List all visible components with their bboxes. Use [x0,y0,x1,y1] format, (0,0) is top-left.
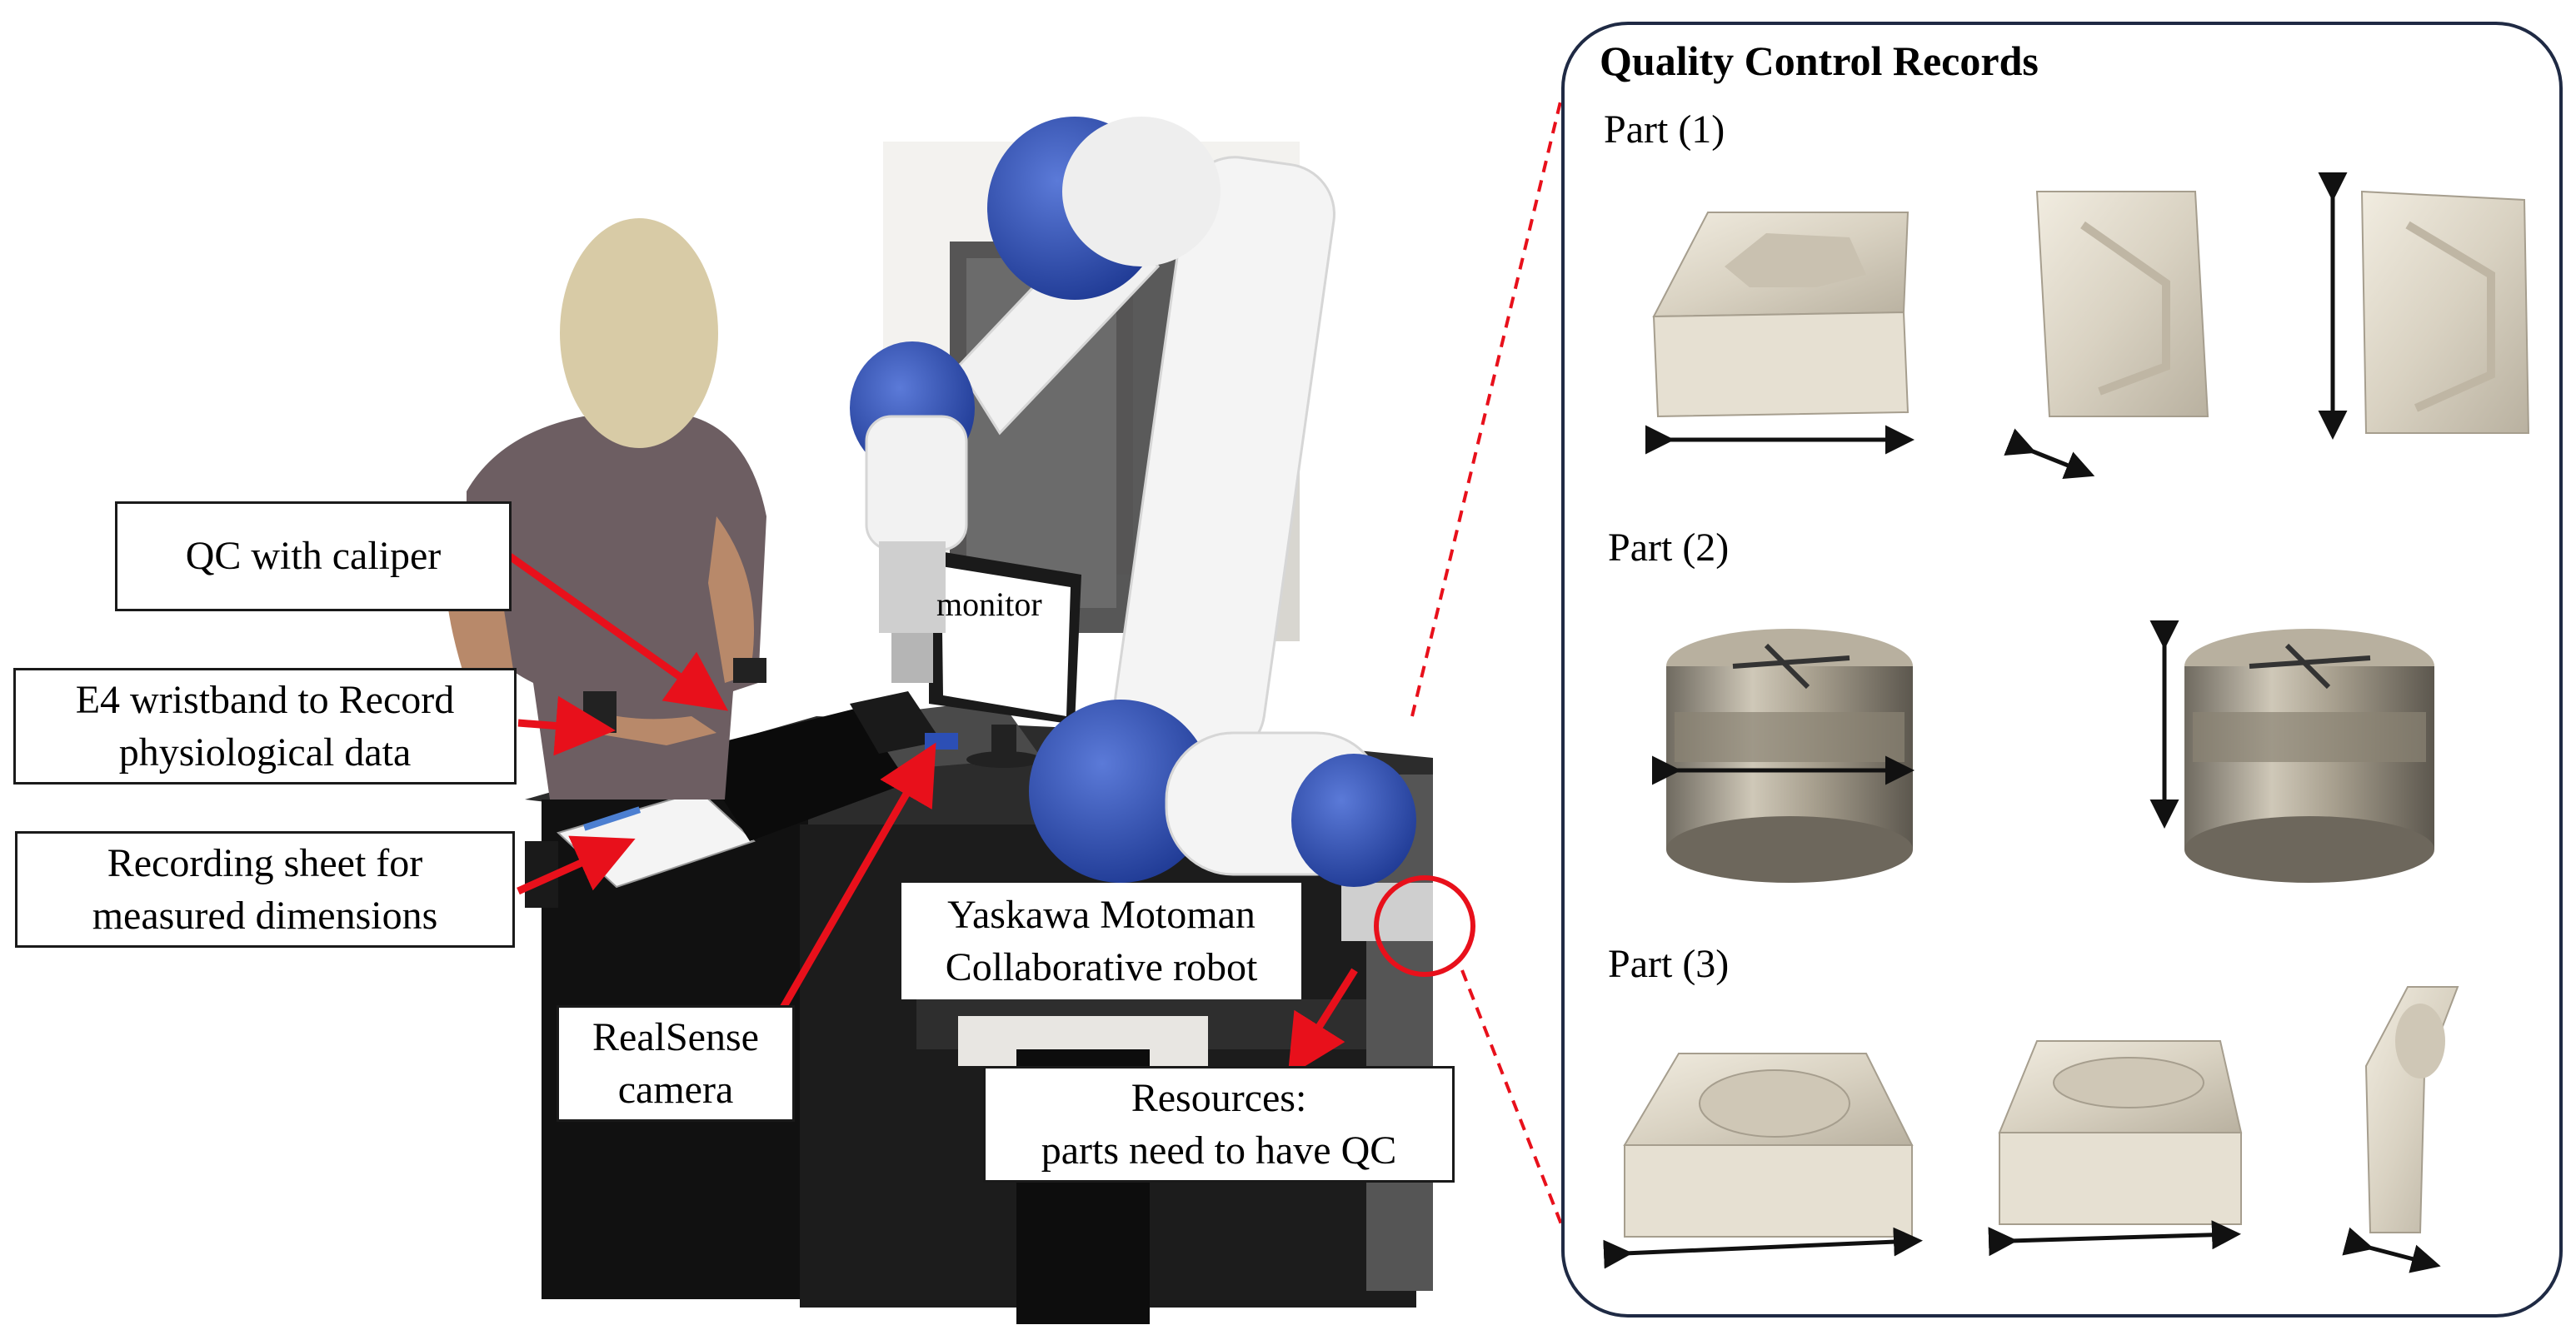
resources-highlight-circle [1374,875,1475,977]
label-realsense-line2: camera [617,1068,734,1112]
zoom-line-top [1410,97,1563,717]
label-qc-caliper: QC with caliper [115,501,512,611]
part-3-label: Part (3) [1608,942,1730,986]
label-qc-caliper-text: QC with caliper [185,534,442,579]
part-2-label: Part (2) [1608,526,1730,570]
panel-title: Quality Control Records [1600,37,2039,84]
arrow-realsense [780,742,936,1010]
label-yaskawa-robot: Yaskawa Motoman Collaborative robot [901,883,1301,999]
part-3-views [1603,986,2459,1273]
label-recording-sheet: Recording sheet for measured dimensions [15,831,515,948]
arrow-resources [1287,968,1358,1077]
label-realsense-camera: RealSense camera [557,1005,795,1122]
label-e4-wristband-line2: physiological data [118,730,412,775]
quality-control-panel [1561,22,2563,1318]
label-yaskawa-line1: Yaskawa Motoman [947,892,1256,937]
part-2-views [1652,620,2434,883]
label-e4-wristband-line1: E4 wristband to Record [75,677,455,722]
label-resources: Resources: parts need to have QC [983,1066,1455,1183]
label-resources-line1: Resources: [1131,1075,1307,1120]
label-recording-sheet-line2: measured dimensions [92,894,438,938]
label-monitor: monitor [936,585,1042,623]
label-recording-sheet-line1: Recording sheet for [107,840,423,885]
label-e4-wristband: E4 wristband to Record physiological dat… [13,668,517,785]
zoom-line-bottom [1460,969,1563,1225]
arrow-recording-sheet [517,835,636,895]
label-resources-line2: parts need to have QC [1041,1128,1397,1173]
label-yaskawa-line2: Collaborative robot [945,945,1258,989]
part-1-views [1645,172,2530,479]
label-realsense-line1: RealSense [592,1014,759,1059]
collaborative-robot [850,117,1416,887]
face-blur [560,218,718,448]
monitor [929,550,1081,768]
part-1-label: Part (1) [1604,107,1725,152]
arrow-qc-caliper [507,553,729,711]
arrow-wristband [517,695,616,756]
callout-arrows [507,553,1358,1077]
